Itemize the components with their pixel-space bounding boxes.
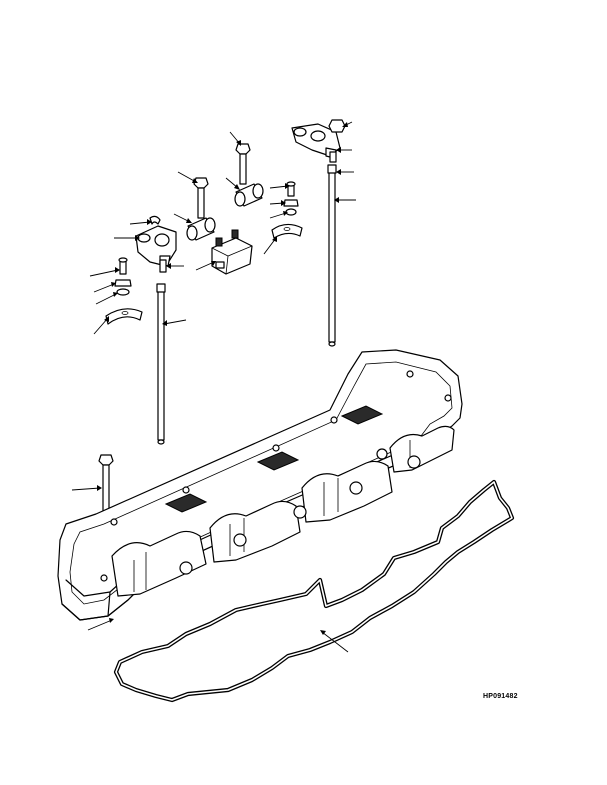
right-rocker-arm [291, 123, 341, 159]
rocker-shaft-lower [186, 217, 216, 241]
rocker-housing [57, 349, 463, 621]
left-rocker-arm [135, 225, 177, 267]
right-valve-pivot [271, 181, 303, 239]
rocker-shaft-upper [234, 183, 264, 207]
right-adjuster-nut [328, 119, 346, 133]
upper-left-bolt [193, 177, 209, 219]
left-clip [149, 215, 161, 225]
left-valve-pivot [105, 257, 143, 325]
left-push-rod [156, 283, 166, 445]
callout-leaders [71, 121, 356, 653]
image-code: HP091482 [483, 693, 518, 700]
cover-gasket [113, 479, 515, 703]
right-push-rod [327, 164, 337, 347]
rocker-pedestal [211, 229, 253, 275]
right-adjuster-screw [329, 151, 337, 163]
upper-center-bolt [235, 143, 251, 185]
left-adjuster-screw [159, 259, 167, 273]
